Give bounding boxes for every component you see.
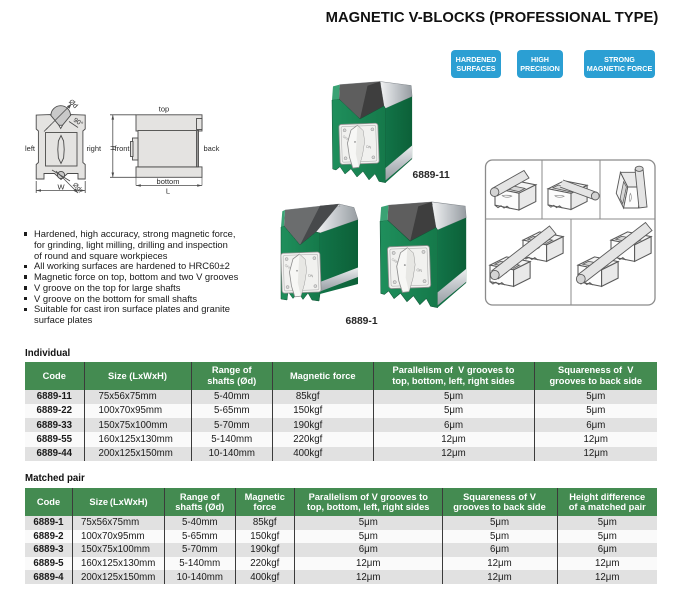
svg-text:bottom: bottom <box>157 177 180 186</box>
svg-text:W: W <box>58 183 66 192</box>
svg-text:top: top <box>159 105 169 114</box>
svg-text:L: L <box>166 187 170 196</box>
svg-text:left: left <box>25 144 36 153</box>
svg-text:Ød: Ød <box>67 98 79 110</box>
svg-text:back: back <box>204 144 220 153</box>
svg-text:front: front <box>115 144 131 153</box>
svg-text:H: H <box>109 145 116 150</box>
svg-text:right: right <box>87 144 103 153</box>
svg-text:Ød₂: Ød₂ <box>71 181 84 194</box>
